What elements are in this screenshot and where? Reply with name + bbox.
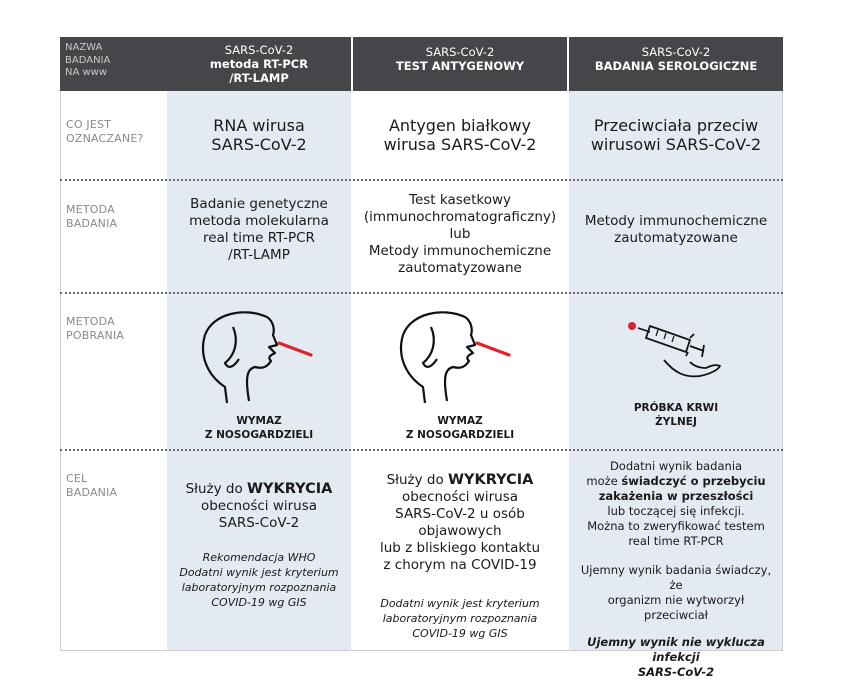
detected-antigen: Antygen białkowy wirusa SARS-CoV-2	[383, 116, 537, 154]
detected-rtpcr: RNA wirusa SARS-CoV-2	[211, 116, 307, 154]
method-serology: Metody immunochemiczne zautomatyzowane	[584, 213, 768, 246]
header-serology: SARS-CoV-2 BADANIA SEROLOGICZNE	[569, 37, 783, 91]
header-divider	[567, 37, 569, 91]
row-label-sampling: METODA POBRANIA	[66, 315, 125, 342]
purpose-rtpcr-note: Rekomendacja WHO Dodatni wynik jest kryt…	[179, 551, 339, 609]
purpose-antigen: Służy do WYKRYCIA obecności wirusa SARS-…	[379, 472, 541, 573]
row-divider	[60, 179, 783, 181]
header-name-label: NAZWA BADANIA NA www	[60, 37, 167, 91]
nasal-swab-icon	[201, 311, 313, 404]
method-antigen: Test kasetkowy (immunochromatograficzny)…	[363, 192, 557, 276]
header-rtpcr: SARS-CoV-2 metoda RT-PCR /RT-LAMP	[167, 37, 351, 91]
row-divider	[60, 449, 783, 451]
purpose-antigen-note: Dodatni wynik jest kryterium laboratoryj…	[380, 597, 540, 640]
sampling-serology-caption: PRÓBKA KRWI ŻYLNEJ	[633, 402, 719, 428]
row-label-method: METODA BADANIA	[66, 203, 118, 230]
header-divider	[351, 37, 353, 91]
sampling-antigen-caption: WYMAZ Z NOSOGARDZIELI	[405, 415, 515, 441]
method-rtpcr: Badanie genetyczne metoda molekularna re…	[189, 196, 329, 263]
row-label-purpose: CEL BADANIA	[66, 472, 118, 499]
nasal-swab-icon	[399, 311, 511, 404]
blood-syringe-icon	[628, 322, 721, 378]
detected-serology: Przeciwciała przeciw wirusowi SARS-CoV-2	[590, 116, 762, 154]
purpose-rtpcr: Służy do WYKRYCIA obecności wirusa SARS-…	[185, 481, 333, 531]
column-shade-rtpcr	[167, 91, 351, 651]
row-divider	[60, 292, 783, 294]
header-antigen: SARS-CoV-2 TEST ANTYGENOWY	[353, 37, 567, 91]
row-label-detected: CO JEST OZNACZANE?	[66, 118, 144, 145]
sampling-rtpcr-caption: WYMAZ Z NOSOGARDZIELI	[204, 415, 314, 441]
purpose-serology: Dodatni wynik badania może świadczyć o p…	[580, 459, 772, 679]
